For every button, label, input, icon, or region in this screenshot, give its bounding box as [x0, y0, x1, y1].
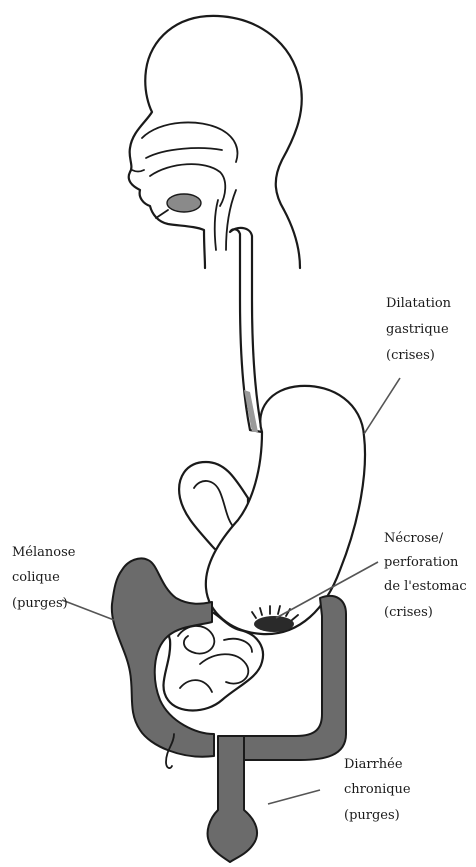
leader-melanose — [62, 600, 114, 620]
food-bolus — [167, 194, 201, 212]
label-necrose: Nécrose/ perforation de l'estomac (crise… — [384, 531, 471, 620]
necrosis-spot — [254, 616, 294, 632]
label-diarrhee: Diarrhée chronique (purges) — [344, 757, 415, 823]
label-dilatation: Dilatation gastrique (crises) — [386, 296, 455, 363]
leader-dilatation — [364, 378, 400, 434]
leader-diarrhee — [268, 790, 320, 804]
label-melanose: Mélanose colique (purges) — [12, 545, 80, 611]
